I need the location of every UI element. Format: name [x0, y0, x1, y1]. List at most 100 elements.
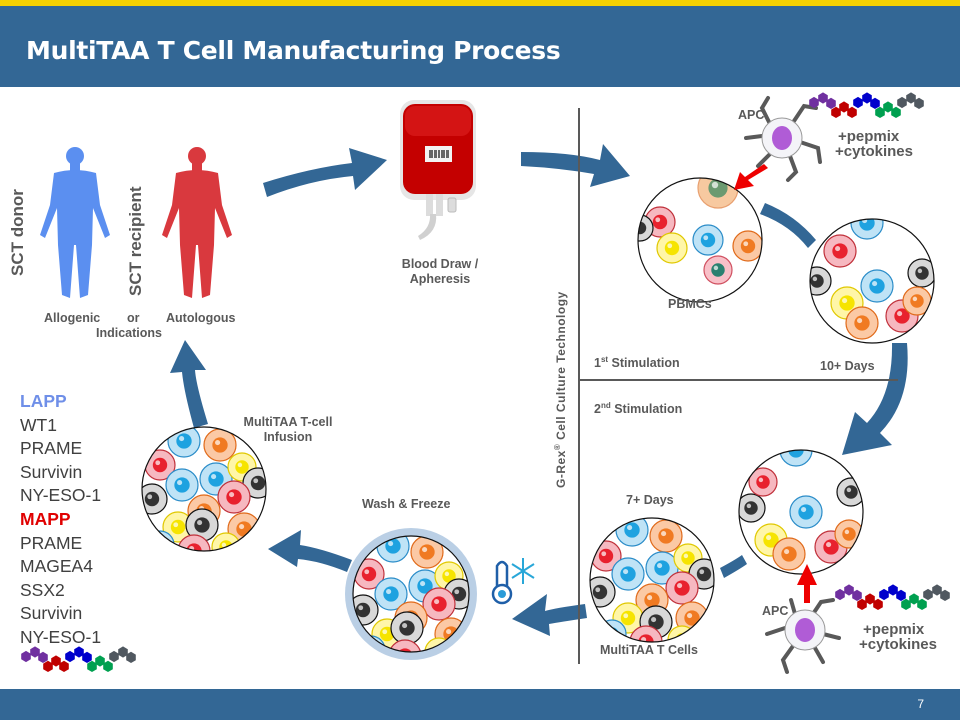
cell-icon	[374, 577, 408, 611]
cell-icon	[907, 258, 934, 288]
indications-label: Indications	[96, 326, 162, 340]
second-num: 2	[594, 402, 601, 417]
cell-icon	[748, 467, 778, 497]
peptide-hexagon	[897, 96, 907, 109]
apc-top-icon	[744, 96, 822, 182]
first-sup: st	[600, 355, 609, 364]
page-number: 7	[917, 697, 924, 711]
lapp-antigen-list: LAPP WT1 PRAME Survivin NY-ESO-1	[20, 390, 101, 508]
peptide-hexagon	[21, 650, 31, 663]
peptide-hexagon	[847, 106, 857, 118]
cell-icon	[810, 266, 832, 296]
cell-icon	[390, 611, 424, 645]
peptide-hexagon	[126, 651, 136, 663]
antigen-item: NY-ESO-1	[20, 485, 102, 506]
allogenic-label: Allogenic	[44, 311, 101, 325]
cell-icon	[388, 639, 422, 652]
antigen-item: PRAME	[20, 438, 83, 459]
donor-body-icon	[40, 147, 110, 298]
first-text: Stimulation	[608, 356, 680, 371]
peptide-hexagon	[835, 588, 845, 601]
seven-days-pool	[589, 517, 715, 643]
cell-icon	[165, 468, 199, 502]
apc-top-label: APC	[738, 108, 765, 122]
antigen-item: PRAME	[20, 532, 83, 553]
peptide-hexagon	[865, 593, 875, 605]
peptide-hexagon	[932, 584, 942, 596]
cell-icon	[422, 587, 456, 621]
arrow-bag-to-pbmc	[521, 144, 630, 187]
peptide-hexagon	[909, 593, 919, 605]
peptide-hexagon	[103, 660, 113, 672]
red-arrow-top	[734, 164, 768, 190]
peptide-hexagon	[940, 589, 950, 601]
apc-bottom-icon	[765, 598, 841, 674]
first-num: 1	[594, 356, 601, 371]
peptide-hexagon	[875, 106, 885, 118]
peptide-cluster-bottom	[835, 584, 950, 610]
first-stimulation-label: 1st Stimulation	[594, 352, 680, 371]
cell-icon	[850, 219, 884, 240]
flow-arrows	[170, 144, 908, 636]
sct-recipient-label: SCT recipient	[126, 186, 145, 296]
seven-days-label: 7+ Days	[626, 493, 674, 507]
peptide-hexagon	[30, 646, 40, 658]
antigen-item: Survivin	[20, 603, 83, 624]
recipient-body-icon	[162, 147, 232, 298]
arrow-wash-to-infusion	[268, 530, 352, 572]
peptide-hexagon	[826, 97, 836, 109]
cell-icon	[703, 255, 733, 285]
mapp-antigen-list: MAPP PRAME MAGEA4 SSX2 Survivin NY-ESO-1	[20, 508, 101, 650]
peptide-hexagon	[95, 655, 105, 667]
peptide-hexagon	[857, 598, 867, 610]
apc-bottom-label: APC	[762, 604, 789, 618]
accent-bar	[0, 0, 960, 6]
antigen-item: WT1	[20, 414, 57, 435]
blood-bag-icon	[400, 100, 476, 240]
cell-icon	[145, 530, 175, 551]
blood-draw-label: Blood Draw / Apheresis	[380, 257, 500, 287]
infusion-line1: MultiTAA T-cell	[243, 415, 333, 429]
grex-rest: Cell Culture Technology	[554, 291, 568, 444]
cell-icon	[185, 508, 219, 542]
peptide-hexagon	[906, 92, 916, 104]
cell-icon	[217, 480, 251, 514]
antigen-item: Survivin	[20, 461, 83, 482]
autologous-label: Autologous	[166, 311, 236, 325]
infusion-pool	[141, 426, 267, 552]
peptide-hexagon	[923, 588, 933, 601]
peptide-hexagon	[914, 97, 924, 109]
cytokines-bottom-label: +cytokines	[859, 636, 937, 653]
cell-icon	[203, 428, 237, 462]
sct-donor-label: SCT donor	[8, 189, 27, 276]
grex-reg: ®	[553, 443, 562, 451]
peptide-hexagon	[809, 96, 819, 109]
peptide-hexagon	[818, 92, 828, 104]
cell-icon	[199, 462, 233, 496]
second-stimulation-label: 2nd Stimulation	[594, 398, 682, 417]
footer-bar: 7	[0, 689, 960, 720]
cell-icon	[789, 495, 823, 529]
peptide-hexagon	[831, 106, 841, 118]
slide-title: MultiTAA T Cell Manufacturing Process	[26, 36, 561, 65]
wash-freeze-label: Wash & Freeze	[362, 497, 451, 511]
peptide-hexagon	[118, 646, 128, 658]
antigen-item: SSX2	[20, 579, 65, 600]
cell-icon	[162, 511, 194, 543]
peptide-hexagon	[82, 651, 92, 663]
second-text: Stimulation	[610, 402, 683, 417]
cell-icon	[845, 306, 879, 340]
peptide-hexagon	[65, 650, 75, 663]
cell-icon	[649, 519, 683, 553]
red-arrow-bottom	[797, 564, 817, 603]
peptide-hexagon	[888, 584, 898, 596]
grex-name: G-Rex	[554, 450, 568, 488]
infusion-label: MultiTAA T-cell Infusion	[228, 415, 348, 445]
arrow-2nd-to-7days	[720, 555, 747, 578]
arrow-body-to-bag	[263, 148, 387, 197]
antigen-item: MAGEA4	[20, 556, 93, 577]
cell-icon	[638, 214, 654, 242]
infusion-line2: Infusion	[263, 430, 313, 444]
arrow-7days-to-wash	[512, 594, 587, 636]
